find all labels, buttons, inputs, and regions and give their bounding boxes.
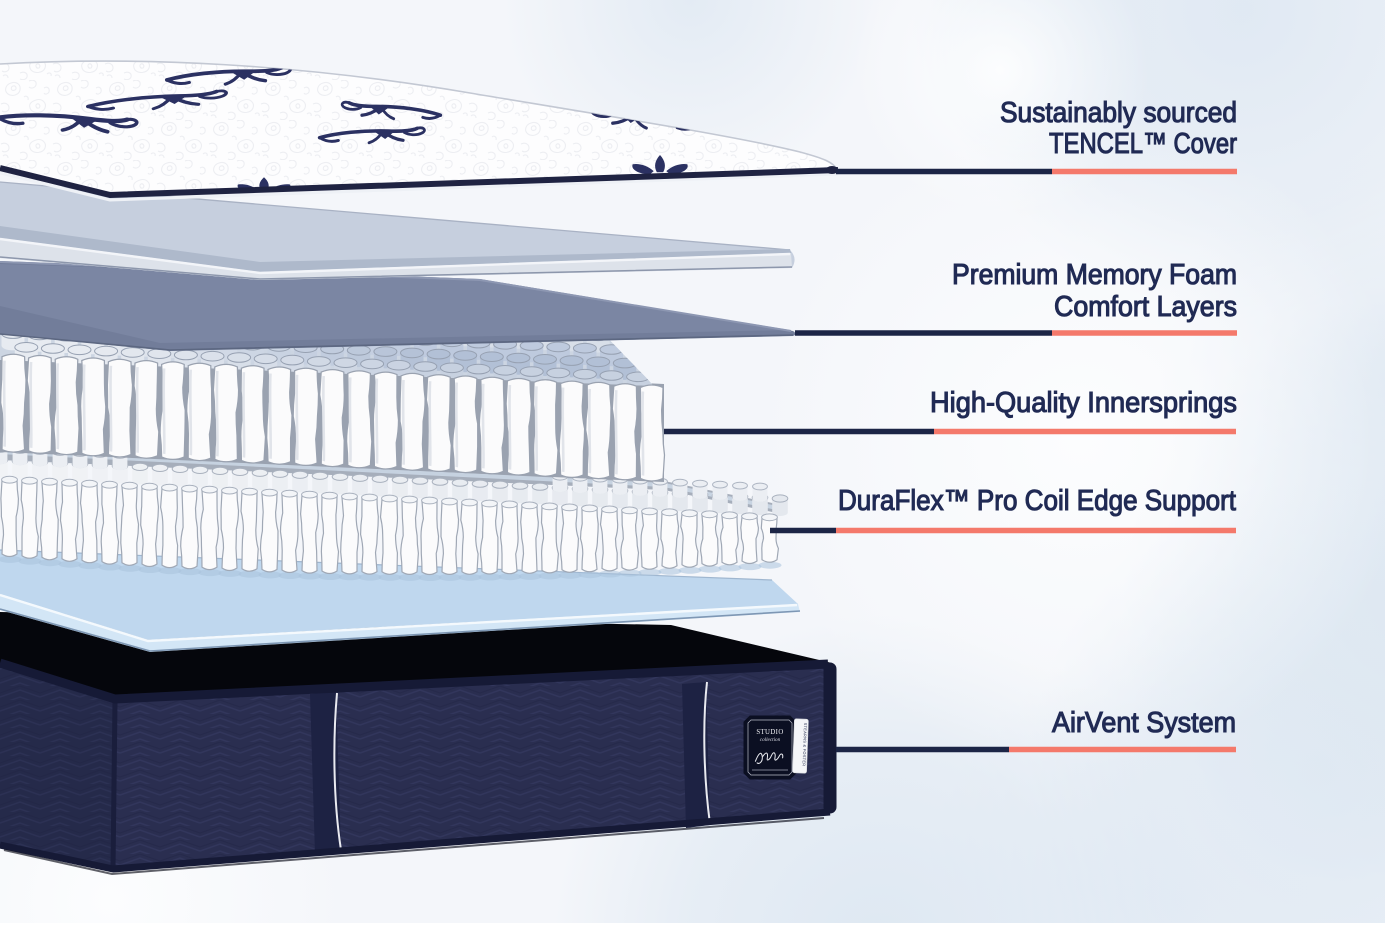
svg-text:DuraFlex™ Pro Coil Edge Suppor: DuraFlex™ Pro Coil Edge Support — [838, 485, 1236, 517]
svg-text:STUDIO: STUDIO — [756, 729, 783, 736]
svg-text:Comfort Layers: Comfort Layers — [1054, 291, 1237, 323]
svg-text:High-Quality Innersprings: High-Quality Innersprings — [930, 387, 1237, 419]
svg-text:TENCEL™ Cover: TENCEL™ Cover — [1049, 128, 1237, 160]
svg-text:AirVent System: AirVent System — [1052, 707, 1236, 739]
svg-text:STEARNS & FOSTER: STEARNS & FOSTER — [802, 723, 809, 767]
svg-text:Premium Memory Foam: Premium Memory Foam — [952, 259, 1237, 291]
svg-text:collection: collection — [760, 737, 781, 743]
svg-text:Sustainably sourced: Sustainably sourced — [1000, 97, 1237, 129]
